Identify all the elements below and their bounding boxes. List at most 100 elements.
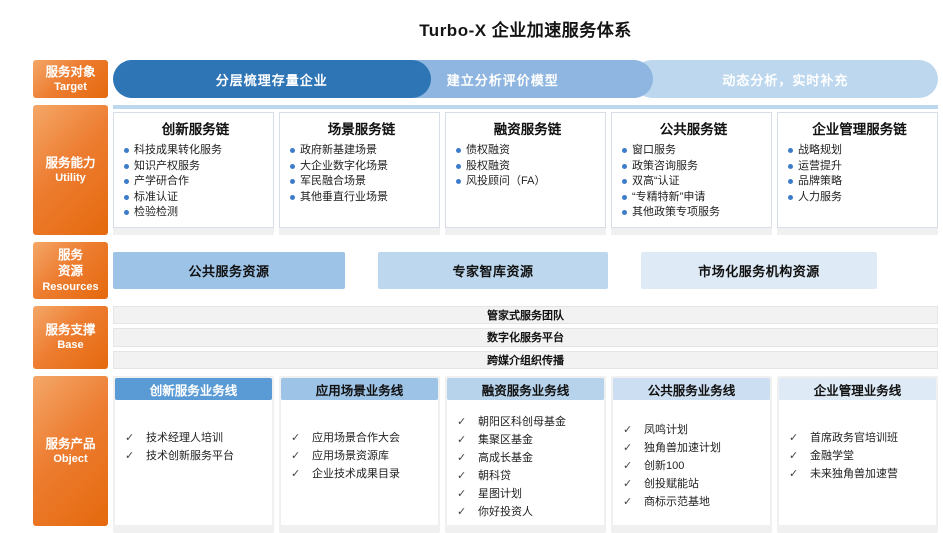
list-item: 运营提升 [788,159,934,175]
list-item: 其他垂直行业场景 [290,190,436,206]
card-shadow [113,228,274,235]
bullet-dot-icon [788,148,793,153]
row-products: 服务产品 Object 创新服务业务线 ✓技术经理人培训 ✓技术创新服务平台 应… [33,376,938,533]
utility-column-scenario: 场景服务链 政府新基建场景 大企业数字化场景 军民融合场景 其他垂直行业场景 [279,112,440,235]
list-item: 大企业数字化场景 [290,159,436,175]
bullet-dot-icon [124,179,129,184]
check-icon: ✓ [457,470,467,482]
check-icon: ✓ [291,450,301,462]
row-base: 服务支撑 Base 管家式服务团队 数字化服务平台 跨媒介组织传播 [33,306,938,369]
list-item: ✓凤鸣计划 [623,424,688,436]
utility-column-management: 企业管理服务链 战略规划 运营提升 品牌策略 人力服务 [777,112,938,235]
list-item: 知识产权服务 [124,159,270,175]
bullet-dot-icon [290,194,295,200]
page-title: Turbo-X 企业加速服务体系 [419,21,632,40]
bullet-dot-icon [456,148,461,153]
list-item: ✓应用场景资源库 [291,450,389,462]
list-item: “专精特新”申请 [622,190,768,206]
chain-header: 公共服务链 [659,122,728,137]
list-item: ✓你好投资人 [457,506,533,518]
base-bar-media: 跨媒介组织传播 [113,350,938,369]
sidebar-item-resources: 服务资源 Resources [33,242,108,299]
sidebar-item-object: 服务产品 Object [33,376,108,526]
sidebar-label-zh: 服务支撑 [45,323,96,338]
check-icon: ✓ [457,452,467,464]
list-item: ✓首席政务官培训班 [789,432,898,444]
check-icon: ✓ [291,432,301,444]
bullet-dot-icon [788,163,793,169]
divider-bar [113,105,938,109]
bullet-dot-icon [124,163,129,169]
product-header: 创新服务业务线 [115,378,272,400]
sidebar-item-target: 服务对象 Target [33,60,108,98]
diagram: 服务对象 Target 动态分析，实时补充 建立分析评价模型 分层梳理存量企业 … [33,60,938,533]
list-item: ✓独角兽加速计划 [623,442,721,454]
sidebar-label-zh: 服务资源 [57,248,83,279]
row-utility: 服务能力 Utility 创新服务链 科技成果转化服务 知识产权服务 产学研合作… [33,105,938,235]
check-icon: ✓ [623,424,633,436]
bullet-dot-icon [290,163,295,169]
product-columns: 创新服务业务线 ✓技术经理人培训 ✓技术创新服务平台 应用场景业务线 ✓应用场景… [113,376,938,533]
chain-header: 创新服务链 [161,122,230,137]
card-shadow [611,228,772,235]
list-item: 品牌策略 [788,174,934,190]
check-icon: ✓ [789,450,799,462]
list-item: ✓集聚区基金 [457,434,533,446]
bullet-dot-icon [456,179,461,184]
list-item: 债权融资 [456,143,602,159]
utility-column-financing: 融资服务链 债权融资 股权融资 风投顾问（FA） [445,112,606,235]
bullet-dot-icon [622,194,627,200]
product-header: 公共服务业务线 [613,378,770,400]
list-item: 战略规划 [788,143,934,159]
list-item: ✓星图计划 [457,488,522,500]
bullet-dot-icon [290,179,295,184]
resource-box-market: 市场化服务机构资源 [641,252,877,289]
list-item: ✓企业技术成果目录 [291,468,400,480]
resource-box-experts: 专家智库资源 [378,252,608,289]
target-pill-3: 动态分析，实时补充 [632,60,938,98]
base-bar-platform: 数字化服务平台 [113,328,938,347]
sidebar-label-zh: 服务能力 [45,155,96,170]
bullet-dot-icon [788,194,793,200]
list-item: 科技成果转化服务 [124,143,270,159]
card-shadow [445,228,606,235]
list-item: ✓商标示范基地 [623,496,710,508]
chain-header: 企业管理服务链 [812,122,907,137]
utility-column-public: 公共服务链 窗口服务 政策咨询服务 双高“认证 “专精特新”申请 其他政策专项服… [611,112,772,235]
bullet-dot-icon [622,163,627,169]
list-item: 风投顾问（FA） [456,174,602,190]
list-item: 标准认证 [124,190,270,206]
bullet-dot-icon [124,194,129,200]
list-item: 窗口服务 [622,143,768,159]
product-header: 企业管理业务线 [779,378,936,400]
sidebar-label-en: Resources [42,280,99,293]
list-item: ✓技术创新服务平台 [125,450,234,462]
check-icon: ✓ [623,442,633,454]
target-pills: 动态分析，实时补充 建立分析评价模型 分层梳理存量企业 [113,60,938,98]
sidebar-item-base: 服务支撑 Base [33,306,108,369]
sidebar-item-utility: 服务能力 Utility [33,105,108,235]
list-item: ✓朝阳区科创母基金 [457,416,566,428]
sidebar-label-zh: 服务对象 [45,64,96,79]
chain-header: 融资服务链 [493,122,562,137]
check-icon: ✓ [457,488,467,500]
bullet-dot-icon [124,148,129,153]
bullet-dot-icon [622,179,627,184]
list-item: ✓朝科贷 [457,470,511,482]
row-resources: 服务资源 Resources 公共服务资源 专家智库资源 市场化服务机构资源 [33,242,938,299]
list-item: ✓高成长基金 [457,452,533,464]
product-column-public: 公共服务业务线 ✓凤鸣计划 ✓独角兽加速计划 ✓创新100 ✓创投赋能站 ✓商标… [611,376,772,533]
list-item: 双高“认证 [622,174,768,190]
bullet-dot-icon [788,179,793,184]
product-header: 融资服务业务线 [447,378,604,400]
list-item: ✓创新100 [623,460,685,472]
row-target: 服务对象 Target 动态分析，实时补充 建立分析评价模型 分层梳理存量企业 [33,60,938,98]
base-bar-team: 管家式服务团队 [113,306,938,325]
check-icon: ✓ [623,496,633,508]
resource-boxes: 公共服务资源 专家智库资源 市场化服务机构资源 [113,252,877,289]
check-icon: ✓ [125,450,135,462]
check-icon: ✓ [125,432,135,444]
check-icon: ✓ [623,478,633,490]
bullet-dot-icon [622,210,627,215]
sidebar-label-en: Base [57,339,84,352]
